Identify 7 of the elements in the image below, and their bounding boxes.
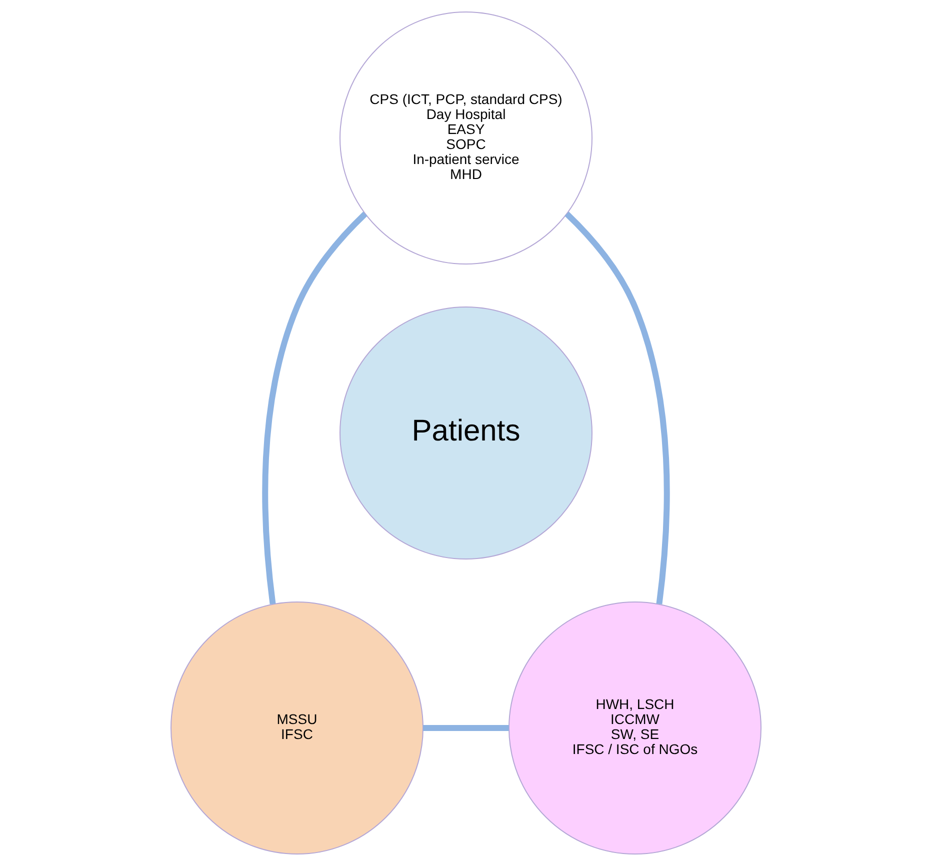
- node-circle: CPS (ICT, PCP, standard CPS) Day Hospital EASY SOPC In-patient service MHD: [339, 12, 592, 264]
- node-circle: HWH, LSCH ICCMW SW, SE IFSC / ISC of NGOs: [508, 602, 761, 854]
- connector: [422, 725, 508, 731]
- node-circle: Patients: [339, 306, 592, 560]
- node-circle: MSSU IFSC: [170, 602, 423, 854]
- connector: [564, 212, 670, 604]
- connector: [262, 212, 367, 604]
